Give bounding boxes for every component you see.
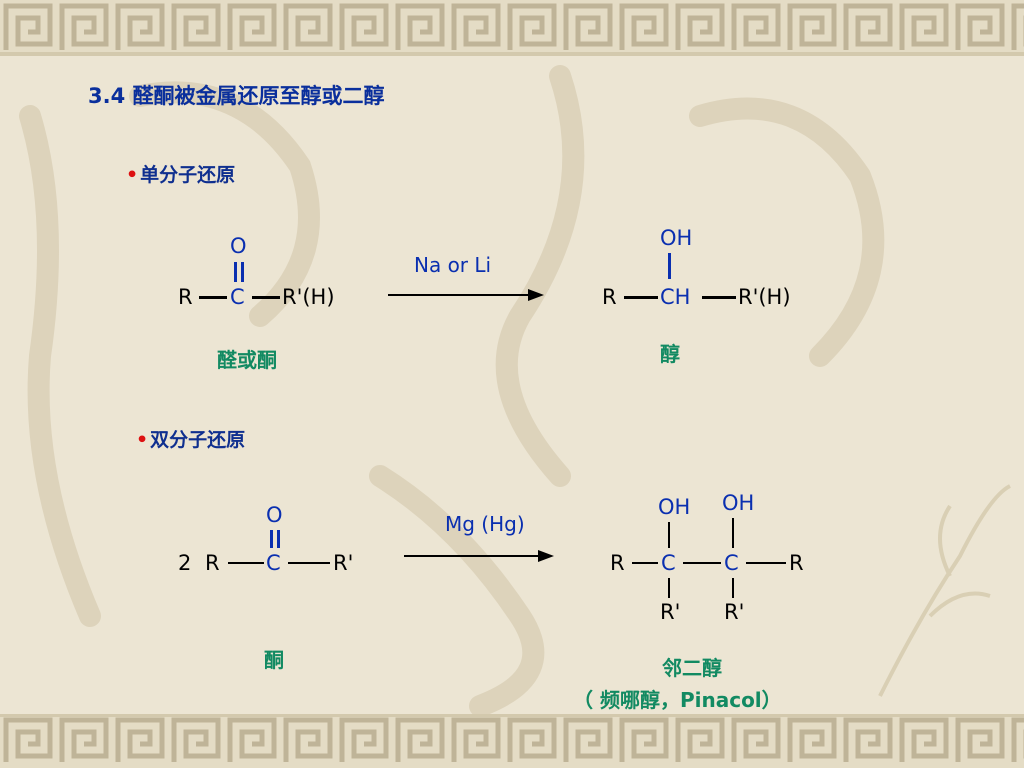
reaction1-condition: Na or Li [414,253,492,277]
reactant1-caption: 醛或酮 [217,348,277,372]
product1-hydroxyl: OH [660,226,693,250]
product2-hydroxyl-2: OH [722,491,755,515]
product2-r-right: R [789,551,804,575]
reactant2-r-left: R [205,551,220,575]
slide-title: 3.4 醛酮被金属还原至醇或二醇 [88,84,385,108]
reactant1-oxygen: O [230,234,247,258]
product1-r-right: R'(H) [738,285,791,309]
double-bond-right [241,262,244,282]
bullet-dot: • [126,164,139,186]
reactant2-caption: 酮 [264,648,284,672]
section2-heading: •双分子还原 [136,425,245,452]
product2-carbon-2: C [724,551,739,575]
reactant1-r-right: R'(H) [282,285,335,309]
product1-ch: CH [660,285,691,309]
bond [668,578,670,598]
bond [732,578,734,598]
product2-sub-1: R' [660,600,681,624]
section1-heading: •单分子还原 [126,160,235,187]
product2-caption-2: （ 频哪醇，Pinacol） [573,688,782,712]
reaction1-arrow [388,289,544,301]
bond [683,562,721,564]
bond [288,562,330,564]
reactant2-oxygen: O [266,503,283,527]
reaction2-condition: Mg (Hg) [445,512,525,536]
bond [702,296,736,299]
reactant2-r-right: R' [333,551,354,575]
bond [732,518,734,548]
section2-heading-text: 双分子还原 [150,429,246,451]
bond [746,562,786,564]
bond [668,253,671,279]
product2-sub-2: R' [724,600,745,624]
product2-carbon-1: C [661,551,676,575]
product1-caption: 醇 [660,342,680,366]
reactant1-r-left: R [178,285,193,309]
reactant1-carbon: C [230,285,245,309]
reactant2-carbon: C [266,551,281,575]
calligraphy-watermark [19,65,1012,714]
bond [632,562,658,564]
bullet-dot: • [136,429,149,451]
product2-caption: 邻二醇 [662,656,722,680]
reactant2-coefficient: 2 [178,551,192,575]
bond [668,522,670,548]
top-border-decoration [0,0,1024,56]
double-bond-left [234,262,237,282]
product2-hydroxyl-1: OH [658,495,691,519]
section1-heading-text: 单分子还原 [140,164,236,186]
product2-r-left: R [610,551,625,575]
double-bond-right [277,530,280,548]
double-bond-left [270,530,273,548]
bond [228,562,264,564]
bottom-border-decoration [0,714,1024,768]
bond [624,296,658,299]
product1-r-left: R [602,285,617,309]
bond [199,296,227,299]
bond [252,296,280,299]
reaction2-arrow [404,550,554,562]
